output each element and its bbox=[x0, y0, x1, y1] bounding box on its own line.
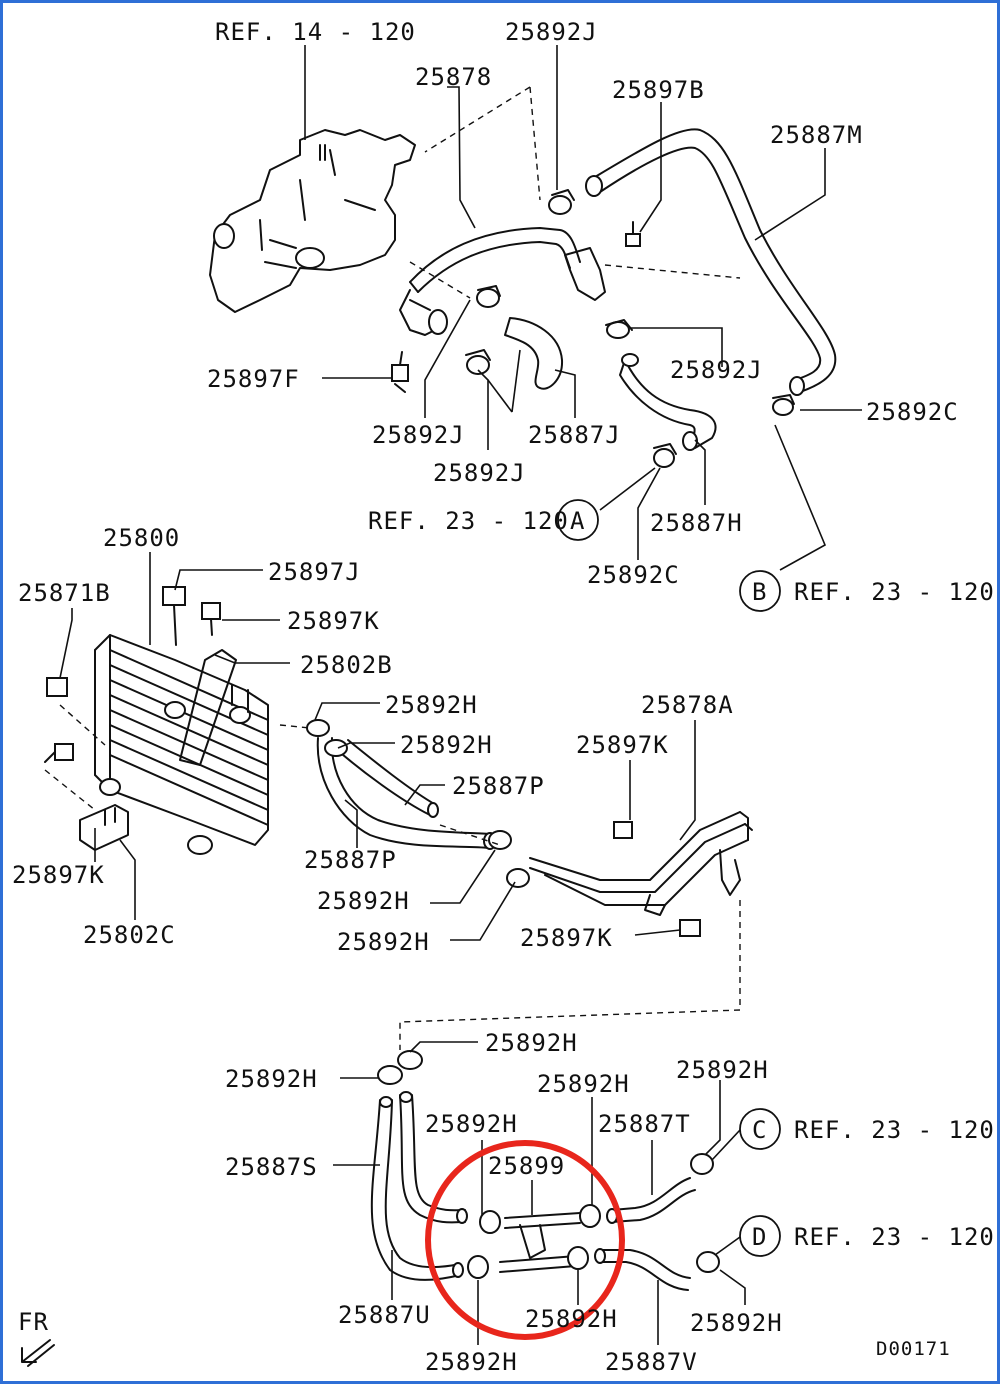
part-label: 25887S bbox=[225, 1153, 318, 1181]
ref-letter-c: C bbox=[752, 1116, 767, 1144]
part-label: 25897K bbox=[520, 924, 613, 952]
part-label: 25897K bbox=[12, 861, 105, 889]
part-label: 25887M bbox=[770, 121, 863, 149]
oil-cooler-25800 bbox=[79, 634, 269, 855]
part-label: 25897F bbox=[207, 365, 300, 393]
part-label: 25892H bbox=[425, 1348, 518, 1376]
part-label: 25897B bbox=[612, 76, 705, 104]
part-label: 25887H bbox=[650, 509, 743, 537]
ref-label-14-120: REF. 14 - 120 bbox=[215, 18, 416, 46]
part-label: 25887V bbox=[605, 1348, 698, 1376]
highlight-circle bbox=[425, 1140, 625, 1340]
part-label: 25802B bbox=[300, 651, 393, 679]
fr-arrow bbox=[21, 1339, 55, 1367]
part-label: 25871B bbox=[18, 579, 111, 607]
part-label: 25892H bbox=[385, 691, 478, 719]
bottom-hoses bbox=[370, 900, 741, 1291]
fr-label: FR bbox=[18, 1308, 49, 1336]
part-label: 25892J bbox=[433, 459, 526, 487]
part-label: 25892H bbox=[317, 887, 410, 915]
part-label: 25887P bbox=[452, 772, 545, 800]
pipe-25878A bbox=[529, 811, 753, 916]
leaders-top bbox=[304, 45, 862, 571]
part-label: 25800 bbox=[103, 524, 180, 552]
ref-label-c: REF. 23 - 120 bbox=[794, 1116, 995, 1144]
ref-letter-d: D bbox=[752, 1223, 767, 1251]
part-label: 25878A bbox=[641, 691, 734, 719]
hose-25887H bbox=[619, 353, 717, 451]
hose-25887M bbox=[585, 128, 837, 396]
part-label: 25892H bbox=[485, 1029, 578, 1057]
part-label: 25887J bbox=[528, 421, 621, 449]
part-label: 25892C bbox=[587, 561, 680, 589]
ref-letter-b: B bbox=[752, 578, 767, 606]
part-label: 25887P bbox=[304, 846, 397, 874]
part-label: 25892H bbox=[425, 1110, 518, 1138]
part-label: 25802C bbox=[83, 921, 176, 949]
ref-label-b: REF. 23 - 120 bbox=[794, 578, 995, 606]
part-label: 25892H bbox=[400, 731, 493, 759]
part-label: 25892J bbox=[505, 18, 598, 46]
hoses-25887P bbox=[306, 719, 530, 888]
hose-25878 bbox=[399, 227, 606, 336]
leaders-bottom bbox=[333, 1041, 746, 1345]
part-label: 25892H bbox=[225, 1065, 318, 1093]
part-label: 25892H bbox=[690, 1309, 783, 1337]
engine-block bbox=[209, 129, 416, 313]
ref-label-a: REF. 23 - 120 bbox=[368, 507, 569, 535]
part-label: 25892J bbox=[670, 356, 763, 384]
clamps-top bbox=[465, 189, 795, 468]
part-label: 25892H bbox=[676, 1056, 769, 1084]
hose-25887J bbox=[504, 317, 564, 390]
part-label: 25892H bbox=[337, 928, 430, 956]
part-label-25899: 25899 bbox=[488, 1152, 565, 1180]
ref-label-d: REF. 23 - 120 bbox=[794, 1223, 995, 1251]
ref-circle-c bbox=[739, 1108, 781, 1150]
part-label: 25892H bbox=[525, 1305, 618, 1333]
diagram-code: D00171 bbox=[876, 1338, 951, 1360]
part-label: 25887U bbox=[338, 1301, 431, 1329]
part-label: 25897K bbox=[576, 731, 669, 759]
ref-circle-d bbox=[739, 1215, 781, 1257]
part-label: 25878 bbox=[415, 63, 492, 91]
part-label: 25892H bbox=[537, 1070, 630, 1098]
part-label: 25897J bbox=[268, 558, 361, 586]
bolts-top bbox=[391, 221, 641, 393]
part-label: 25892J bbox=[372, 421, 465, 449]
part-label: 25897K bbox=[287, 607, 380, 635]
ref-letter-a: A bbox=[570, 507, 585, 535]
bolts-middle bbox=[44, 586, 701, 937]
ref-circle-a bbox=[557, 499, 599, 541]
part-label: 25887T bbox=[598, 1110, 691, 1138]
ref-circle-b bbox=[739, 570, 781, 612]
part-label: 25892C bbox=[866, 398, 959, 426]
leaders-middle bbox=[44, 552, 696, 941]
